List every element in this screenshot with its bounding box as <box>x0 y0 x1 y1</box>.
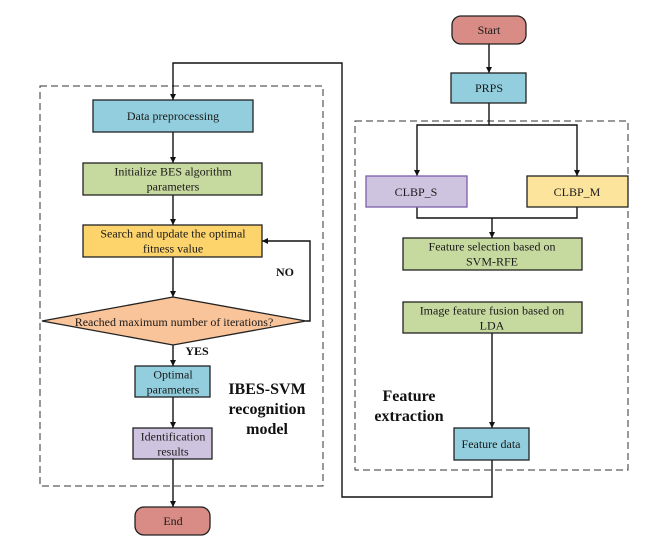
node-end: End <box>134 506 211 536</box>
node-label-line: End <box>163 514 182 528</box>
extraction-label-line: Feature <box>382 388 435 405</box>
edge-label-yes: YES <box>185 344 209 358</box>
node-label-line: Search and update the optimal <box>100 227 246 241</box>
extraction-group-label: Feature extraction <box>374 388 443 425</box>
node-data-preprocessing: Data preprocessing <box>92 99 254 133</box>
extraction-label-line: extraction <box>374 408 443 425</box>
node-clbp-s-label: CLBP_S <box>395 185 438 199</box>
node-feature-data-label: Feature data <box>462 437 522 451</box>
node-label-line: LDA <box>480 319 505 333</box>
recognition-model-group <box>39 85 324 487</box>
node-label-line: Identification <box>141 430 206 444</box>
edge-feature-data-preprocessing <box>170 62 493 498</box>
edge-label-no: NO <box>276 265 294 279</box>
node-start-label: Start <box>478 23 501 37</box>
node-label-line: Start <box>478 23 501 37</box>
recognition-label-line: IBES-SVM <box>228 381 305 398</box>
node-decision: Reached maximum number of iterations? <box>41 296 307 346</box>
node-label-line: Image feature fusion based on <box>420 304 565 318</box>
node-label-line: SVM-RFE <box>466 255 518 269</box>
node-label-line: CLBP_M <box>554 185 601 199</box>
node-label-line: fitness value <box>143 242 203 256</box>
recognition-label-line: recognition <box>228 401 305 418</box>
edge-prps-clbp-s <box>414 103 490 176</box>
node-clbp-m: CLBP_M <box>526 175 629 208</box>
node-label-line: Optimal <box>153 368 193 382</box>
node-start: Start <box>451 15 527 45</box>
feature-extraction-group <box>354 120 629 471</box>
recognition-label-line: model <box>246 421 288 438</box>
node-label-line: results <box>157 445 189 459</box>
node-label-line: parameters <box>147 383 200 397</box>
node-clbp-s: CLBP_S <box>365 175 468 208</box>
node-label-line: PRPS <box>475 81 503 95</box>
node-feature-data: Feature data <box>453 427 530 461</box>
node-prps: PRPS <box>450 72 527 104</box>
edge-prps-clbp-m <box>489 124 580 176</box>
node-label-line: Feature selection based on <box>429 240 556 254</box>
node-label-line: CLBP_S <box>395 185 438 199</box>
node-end-label: End <box>163 514 182 528</box>
node-label-line: parameters <box>147 180 200 194</box>
node-decision-label: Reached maximum number of iterations? <box>75 315 274 329</box>
node-data-preprocessing-label: Data preprocessing <box>127 109 219 123</box>
node-label-line: Data preprocessing <box>127 109 219 123</box>
edge-clbp-merge <box>416 207 578 219</box>
node-prps-label: PRPS <box>475 81 503 95</box>
node-label-line: Initialize BES algorithm <box>114 165 232 179</box>
node-label-line: Feature data <box>462 437 522 451</box>
node-clbp-m-label: CLBP_M <box>554 185 601 199</box>
recognition-group-label: IBES-SVM recognition model <box>228 381 305 438</box>
edge-decision-no-loop <box>262 238 311 322</box>
edges <box>170 44 580 507</box>
node-label-line: Reached maximum number of iterations? <box>75 315 274 329</box>
